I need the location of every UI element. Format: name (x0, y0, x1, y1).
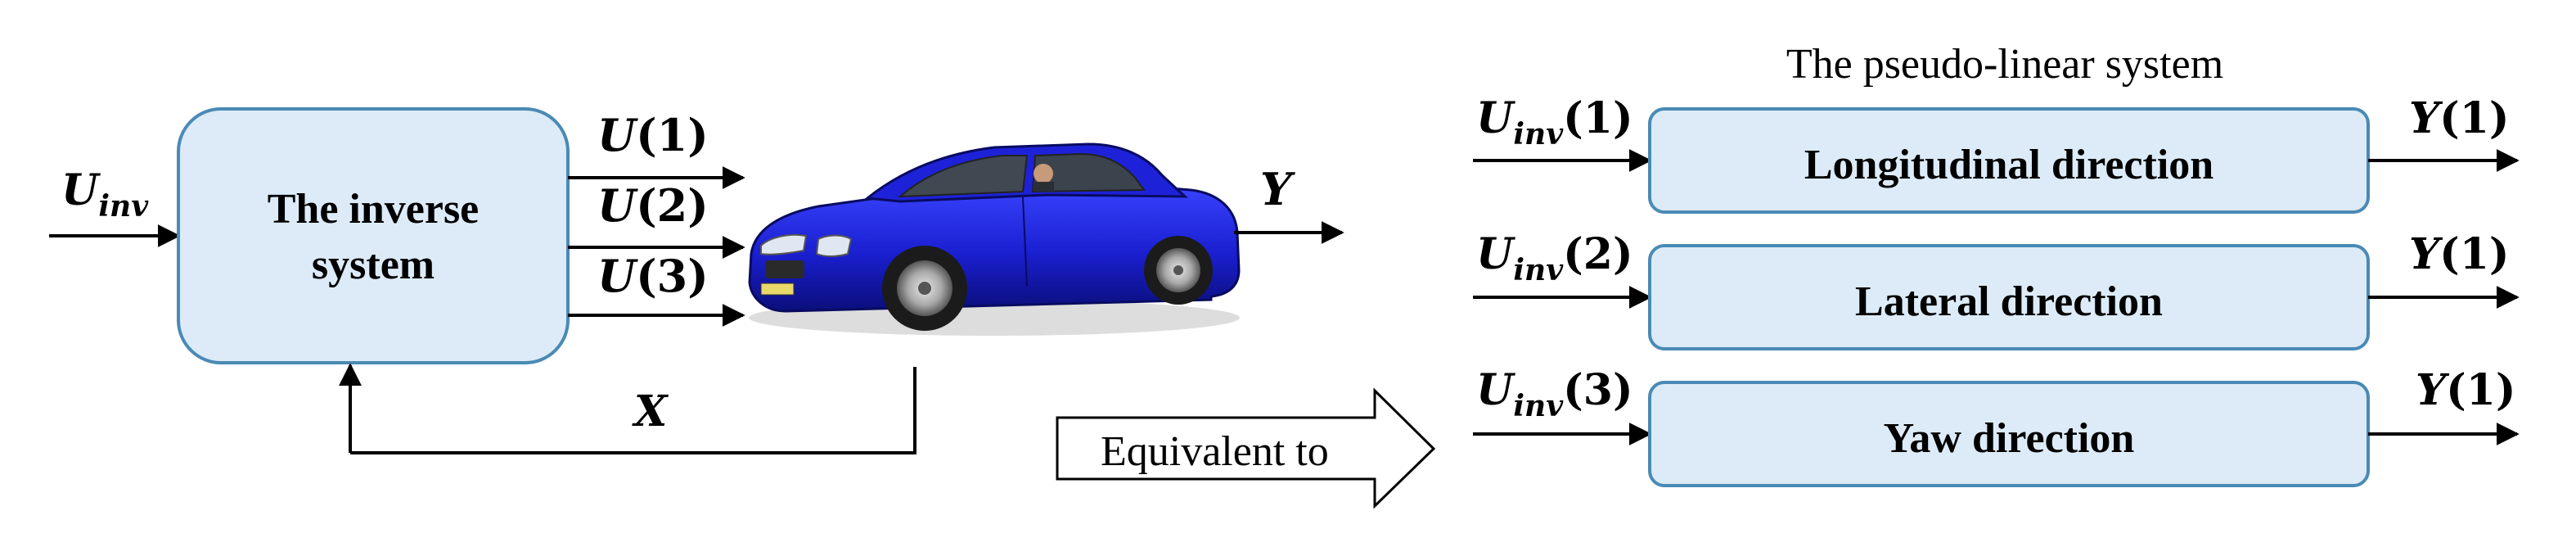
feedback-label: X (632, 387, 669, 436)
output-label-u1: U(1) (597, 109, 709, 161)
inverse-output-3: U(3) (568, 250, 745, 327)
channel-3-output-label: Y(1) (2416, 365, 2516, 415)
feedback-path (350, 367, 916, 454)
output-label-u2: U(2) (597, 179, 709, 232)
inverse-output-2: U(2) (568, 179, 745, 259)
lateral-block-label: Lateral direction (1855, 278, 2163, 325)
channel-2-input-label: Uinv(2) (1476, 229, 1633, 287)
car-icon (748, 142, 1241, 336)
left-diagram: Uinv The inverse system U(1) U(2) U(3) (49, 107, 1344, 454)
inverse-system-block (177, 107, 570, 364)
channel-3: Uinv(3) Yaw direction Y(1) (1473, 365, 2520, 487)
plant-output-label: Y (1260, 163, 1295, 215)
inverse-input-label: Uinv (61, 165, 149, 224)
right-diagram: The pseudo-linear system Uinv(1) Longitu… (1473, 41, 2520, 487)
inverse-system-label-line2: system (312, 242, 435, 288)
inverse-output-1: U(1) (568, 109, 745, 189)
equivalence-label: Equivalent to (1101, 428, 1329, 475)
channel-1: Uinv(1) Longitudinal direction Y(1) (1473, 93, 2520, 214)
inverse-system-label-line1: The inverse (268, 186, 480, 233)
longitudinal-block-label: Longitudinal direction (1804, 142, 2213, 188)
output-label-u3: U(3) (597, 250, 709, 302)
channel-1-output-label: Y(1) (2409, 93, 2510, 143)
channel-3-input-label: Uinv(3) (1476, 365, 1633, 423)
equivalence-arrow: Equivalent to (1056, 387, 1436, 509)
pseudo-linear-title: The pseudo-linear system (1786, 41, 2223, 88)
channel-2-output-label: Y(1) (2409, 229, 2510, 279)
yaw-block-label: Yaw direction (1884, 415, 2135, 462)
channel-1-input-label: Uinv(1) (1476, 93, 1633, 151)
equivalence-arrow-shape (1056, 387, 1436, 509)
channel-2: Uinv(2) Lateral direction Y(1) (1473, 229, 2520, 350)
